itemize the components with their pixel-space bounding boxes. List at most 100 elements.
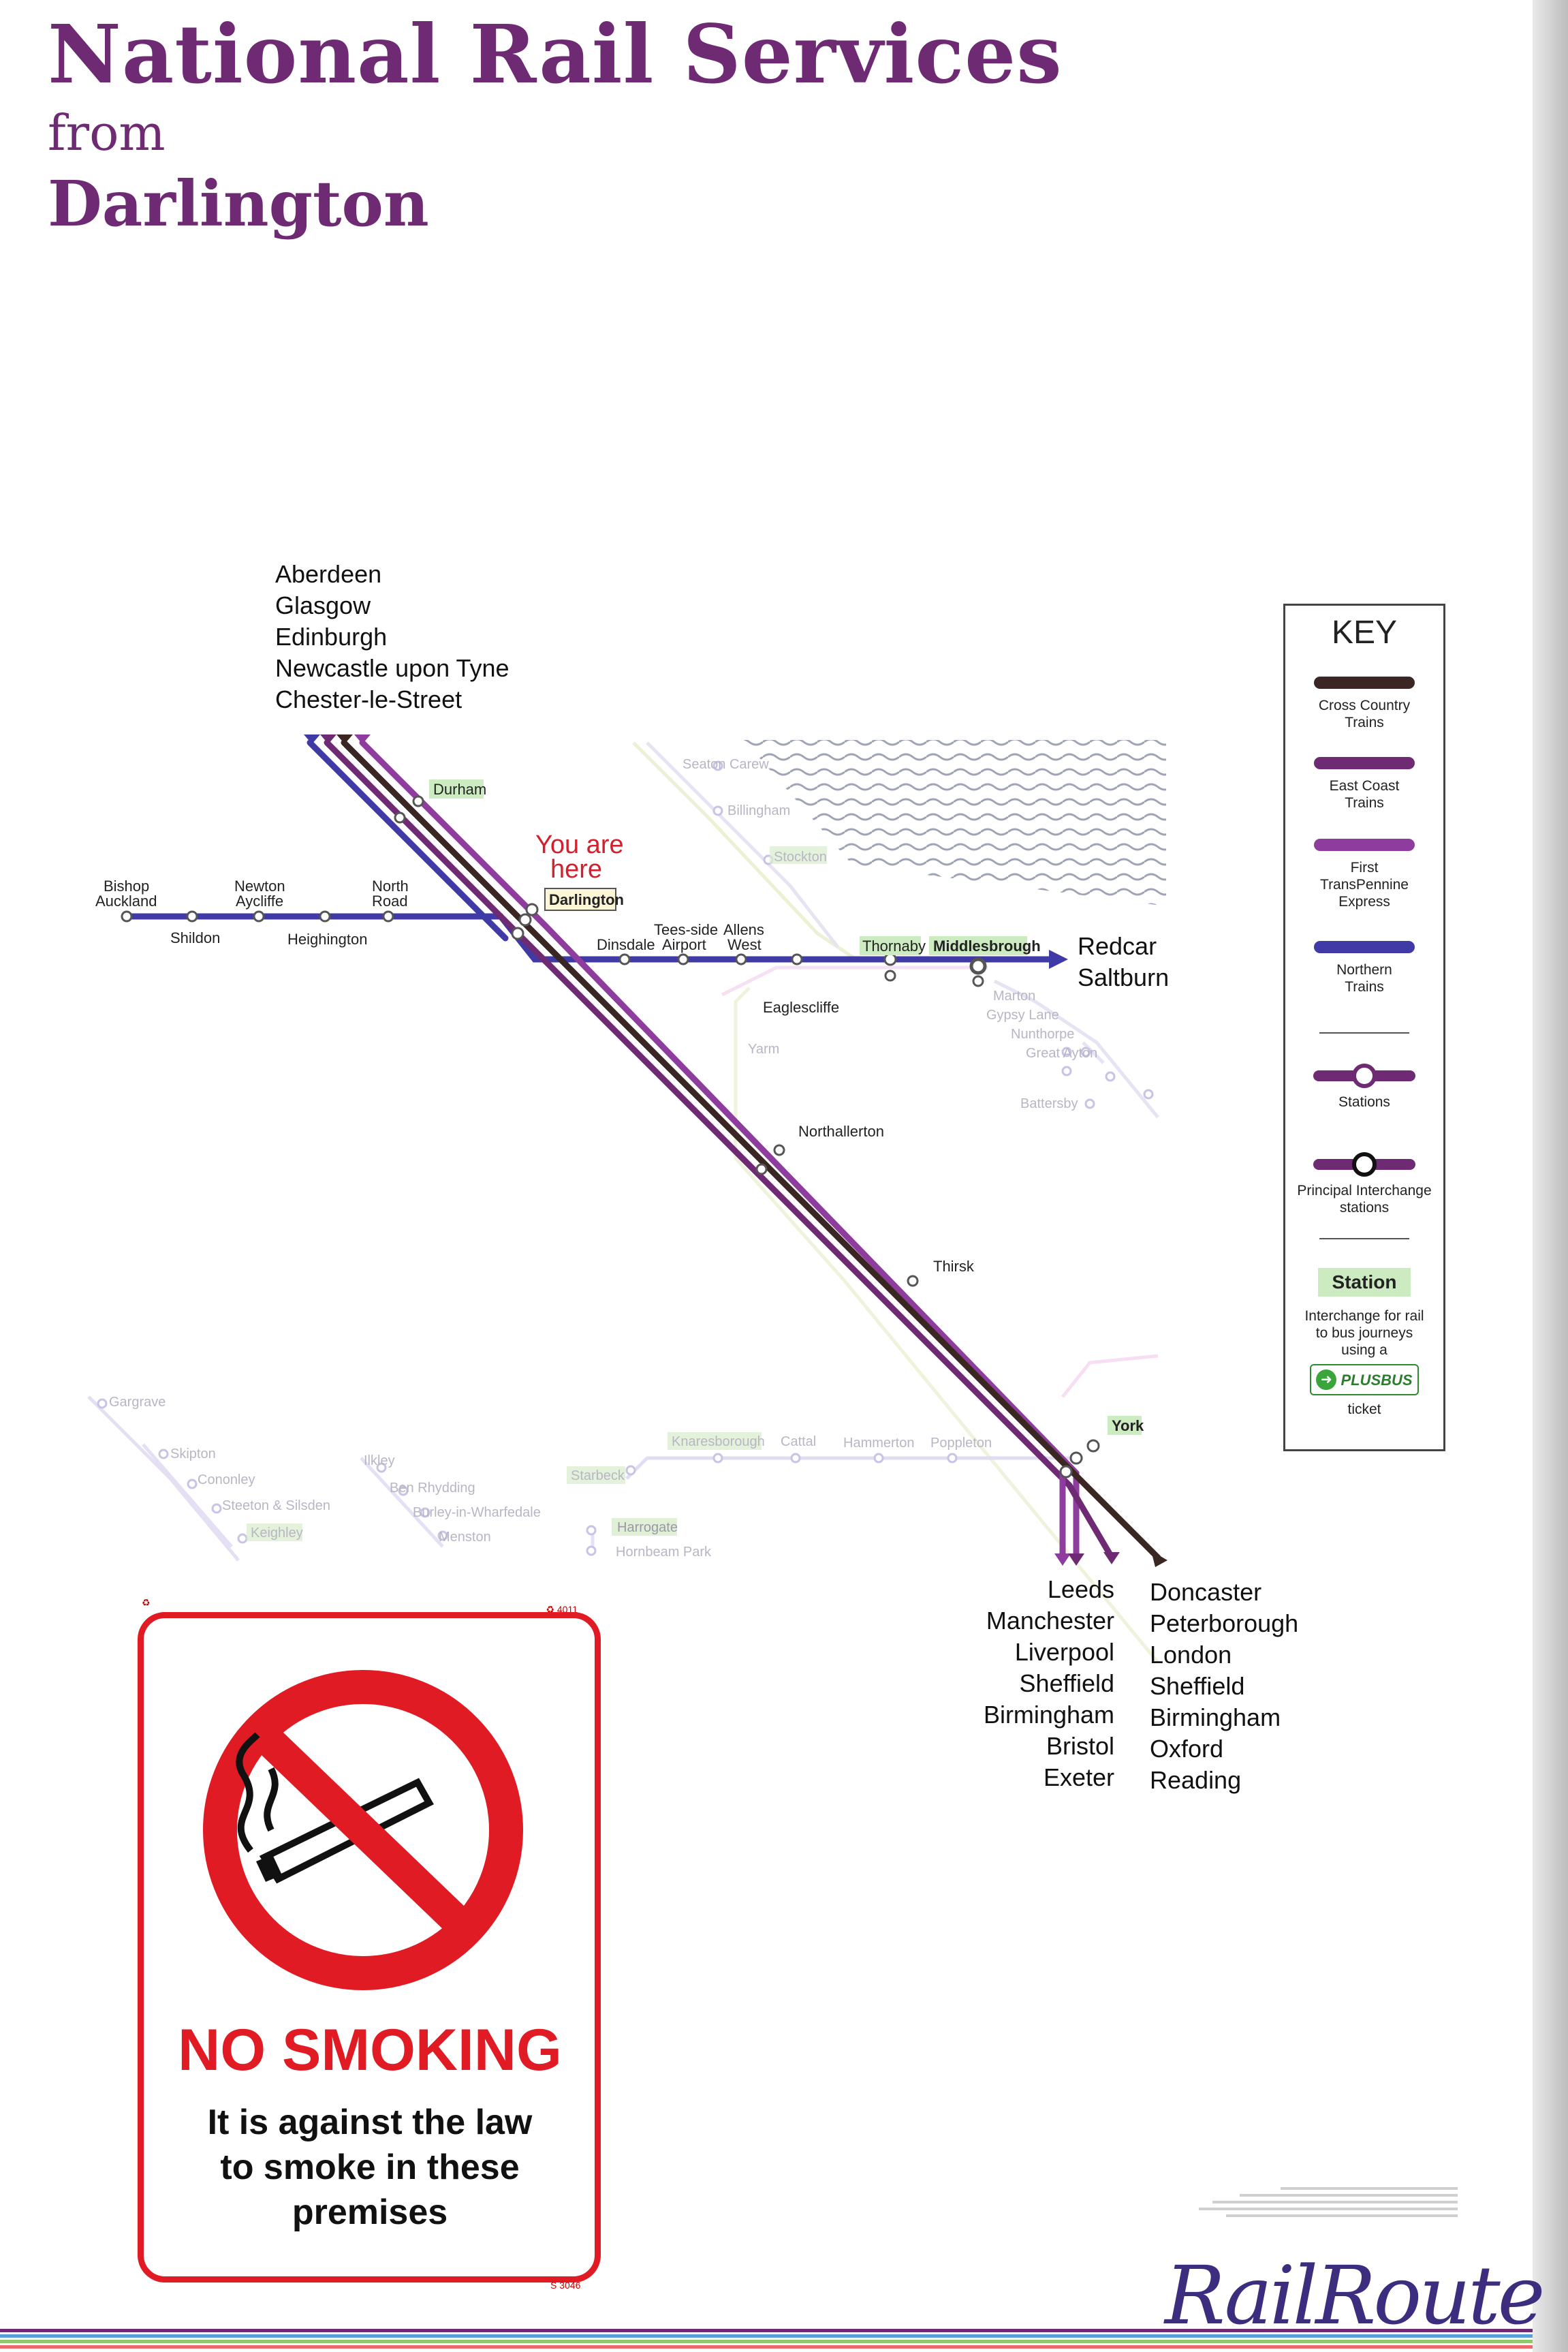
east-coast-mainline <box>324 739 1114 1558</box>
label-billingham: Billingham <box>727 803 790 818</box>
key-plusbus-2: to bus journeys <box>1315 1325 1413 1341</box>
label-teesside-airport-1: Tees-side <box>654 921 718 938</box>
station-dots <box>121 795 1100 1479</box>
station-symbol-icon <box>1313 1064 1415 1088</box>
label-cattal: Cattal <box>781 1434 816 1449</box>
key-divider <box>1319 1032 1409 1034</box>
title-station: Darlington <box>48 167 429 241</box>
durham-box <box>429 779 484 799</box>
key-northern-1: Northern <box>1336 962 1392 978</box>
key-cross-country: Cross Country Trains <box>1285 677 1443 731</box>
key-transpennine-1: First <box>1350 860 1379 876</box>
key-divider-2 <box>1319 1238 1409 1239</box>
label-gargrave: Gargrave <box>109 1395 166 1410</box>
key-title: KEY <box>1331 615 1398 651</box>
label-allens-west-2: West <box>727 936 762 953</box>
dest-sheffield-2: Sheffield <box>1150 1672 1245 1700</box>
label-stockton: Stockton <box>774 850 827 865</box>
sign-body-3: premises <box>292 2193 448 2232</box>
label-durham: Durham <box>433 781 486 798</box>
label-battersby: Battersby <box>1020 1096 1078 1111</box>
label-thornaby: Thornaby <box>862 938 926 955</box>
dest-newcastle: Newcastle upon Tyne <box>275 654 509 682</box>
key-plusbus-1: Interchange for rail <box>1304 1308 1424 1324</box>
label-newton-aycliffe-2: Aycliffe <box>236 893 283 910</box>
sign-code-bottom: S 3046 <box>550 2280 581 2291</box>
sign-body-1: It is against the law <box>207 2103 533 2142</box>
transpennine-mainline <box>359 739 1080 1558</box>
label-bishop-auckland-1: Bishop <box>104 878 149 895</box>
footer-stripe <box>0 2329 1533 2332</box>
label-ben-rhydding: Ben Rhydding <box>390 1481 475 1496</box>
dest-aberdeen: Aberdeen <box>275 560 382 588</box>
label-starbeck: Starbeck <box>571 1468 625 1483</box>
east-coast-swatch <box>1314 757 1415 769</box>
dest-doncaster: Doncaster <box>1150 1578 1262 1606</box>
south-arrow-icon <box>1068 1553 1084 1566</box>
north-destinations: Aberdeen Glasgow Edinburgh Newcastle upo… <box>275 559 509 715</box>
harrogate-box <box>612 1518 677 1536</box>
label-dinsdale: Dinsdale <box>597 936 655 953</box>
sign-frame <box>138 1612 601 2283</box>
dest-london: London <box>1150 1641 1232 1669</box>
north-arrow-icon <box>336 734 353 744</box>
label-hammerton: Hammerton <box>843 1436 914 1451</box>
dest-liverpool: Liverpool <box>1014 1638 1114 1666</box>
sign-body: It is against the law to smoke in these … <box>121 2100 618 2235</box>
sign-body-2: to smoke in these <box>220 2148 520 2187</box>
label-allens-west-1: Allens <box>723 921 764 938</box>
south-left-destinations: Leeds Manchester Liverpool Sheffield Bir… <box>940 1574 1114 1793</box>
key-interchange: Principal Interchange stations <box>1285 1151 1443 1216</box>
east-destinations: Redcar Saltburn <box>1078 931 1169 993</box>
redcar-arrow-icon <box>1049 950 1068 969</box>
dest-chester-le-street: Chester-le-Street <box>275 685 462 713</box>
key-cross-country-2: Trains <box>1345 715 1384 730</box>
northern-mainline <box>307 739 509 942</box>
label-middlesbrough: Middlesbrough <box>933 938 1041 955</box>
dest-leeds: Leeds <box>1047 1575 1114 1603</box>
label-nunthorpe: Nunthorpe <box>1011 1027 1074 1042</box>
dest-saltburn: Saltburn <box>1078 963 1170 991</box>
label-cononley: Cononley <box>198 1472 255 1487</box>
footer-stripe <box>0 2340 1533 2343</box>
key-plusbus: Station Interchange for rail to bus jour… <box>1285 1268 1443 1418</box>
you-are-here-1: You are <box>535 831 624 859</box>
railroute-logo: RailRoute <box>1165 2248 1546 2342</box>
plusbus-logo: ➜ PLUSBUS <box>1310 1364 1419 1395</box>
label-poppleton: Poppleton <box>930 1436 992 1451</box>
station-labels: Durham Darlington Bishop Auckland Shildo… <box>95 781 1144 1434</box>
mainline-bundle <box>307 739 1161 1561</box>
label-great-ayton: Great Ayton <box>1026 1046 1097 1061</box>
key-interchange-2: stations <box>1339 1200 1390 1216</box>
label-keighley: Keighley <box>251 1526 303 1541</box>
key-transpennine-2: TransPennine <box>1320 877 1409 893</box>
faint-station-dots <box>97 760 1154 1556</box>
sign-heading: NO SMOKING <box>178 2017 562 2083</box>
cross-country-swatch <box>1314 677 1415 689</box>
label-ilkley: Ilkley <box>364 1453 395 1468</box>
key-northern-2: Trains <box>1345 979 1384 995</box>
dest-manchester: Manchester <box>986 1607 1114 1635</box>
north-arrow-icon <box>320 734 336 744</box>
label-northallerton: Northallerton <box>798 1123 884 1140</box>
label-marton: Marton <box>993 989 1035 1004</box>
label-gypsy-lane: Gypsy Lane <box>986 1008 1059 1023</box>
dest-bristol: Bristol <box>1046 1732 1114 1760</box>
knaresborough-box <box>668 1432 762 1450</box>
darlington-box <box>544 888 616 911</box>
label-york: York <box>1112 1417 1144 1434</box>
sea-area <box>744 740 1166 906</box>
plusbus-logo-text: PLUSBUS <box>1340 1371 1413 1389</box>
label-heighington: Heighington <box>287 931 367 948</box>
label-harrogate: Harrogate <box>617 1520 678 1535</box>
label-knaresborough: Knaresborough <box>672 1434 765 1449</box>
northern-swatch <box>1314 941 1415 953</box>
key-cross-country-1: Cross Country <box>1318 698 1411 713</box>
poster-title: National Rail Services from Darlington <box>48 7 1063 241</box>
label-teesside-airport-2: Airport <box>662 936 706 953</box>
dest-glasgow: Glasgow <box>275 591 371 619</box>
dest-reading: Reading <box>1150 1766 1242 1794</box>
you-are-here-2: here <box>550 855 602 884</box>
key-transpennine-3: Express <box>1338 894 1390 910</box>
key-plusbus-3: using a <box>1341 1342 1387 1358</box>
